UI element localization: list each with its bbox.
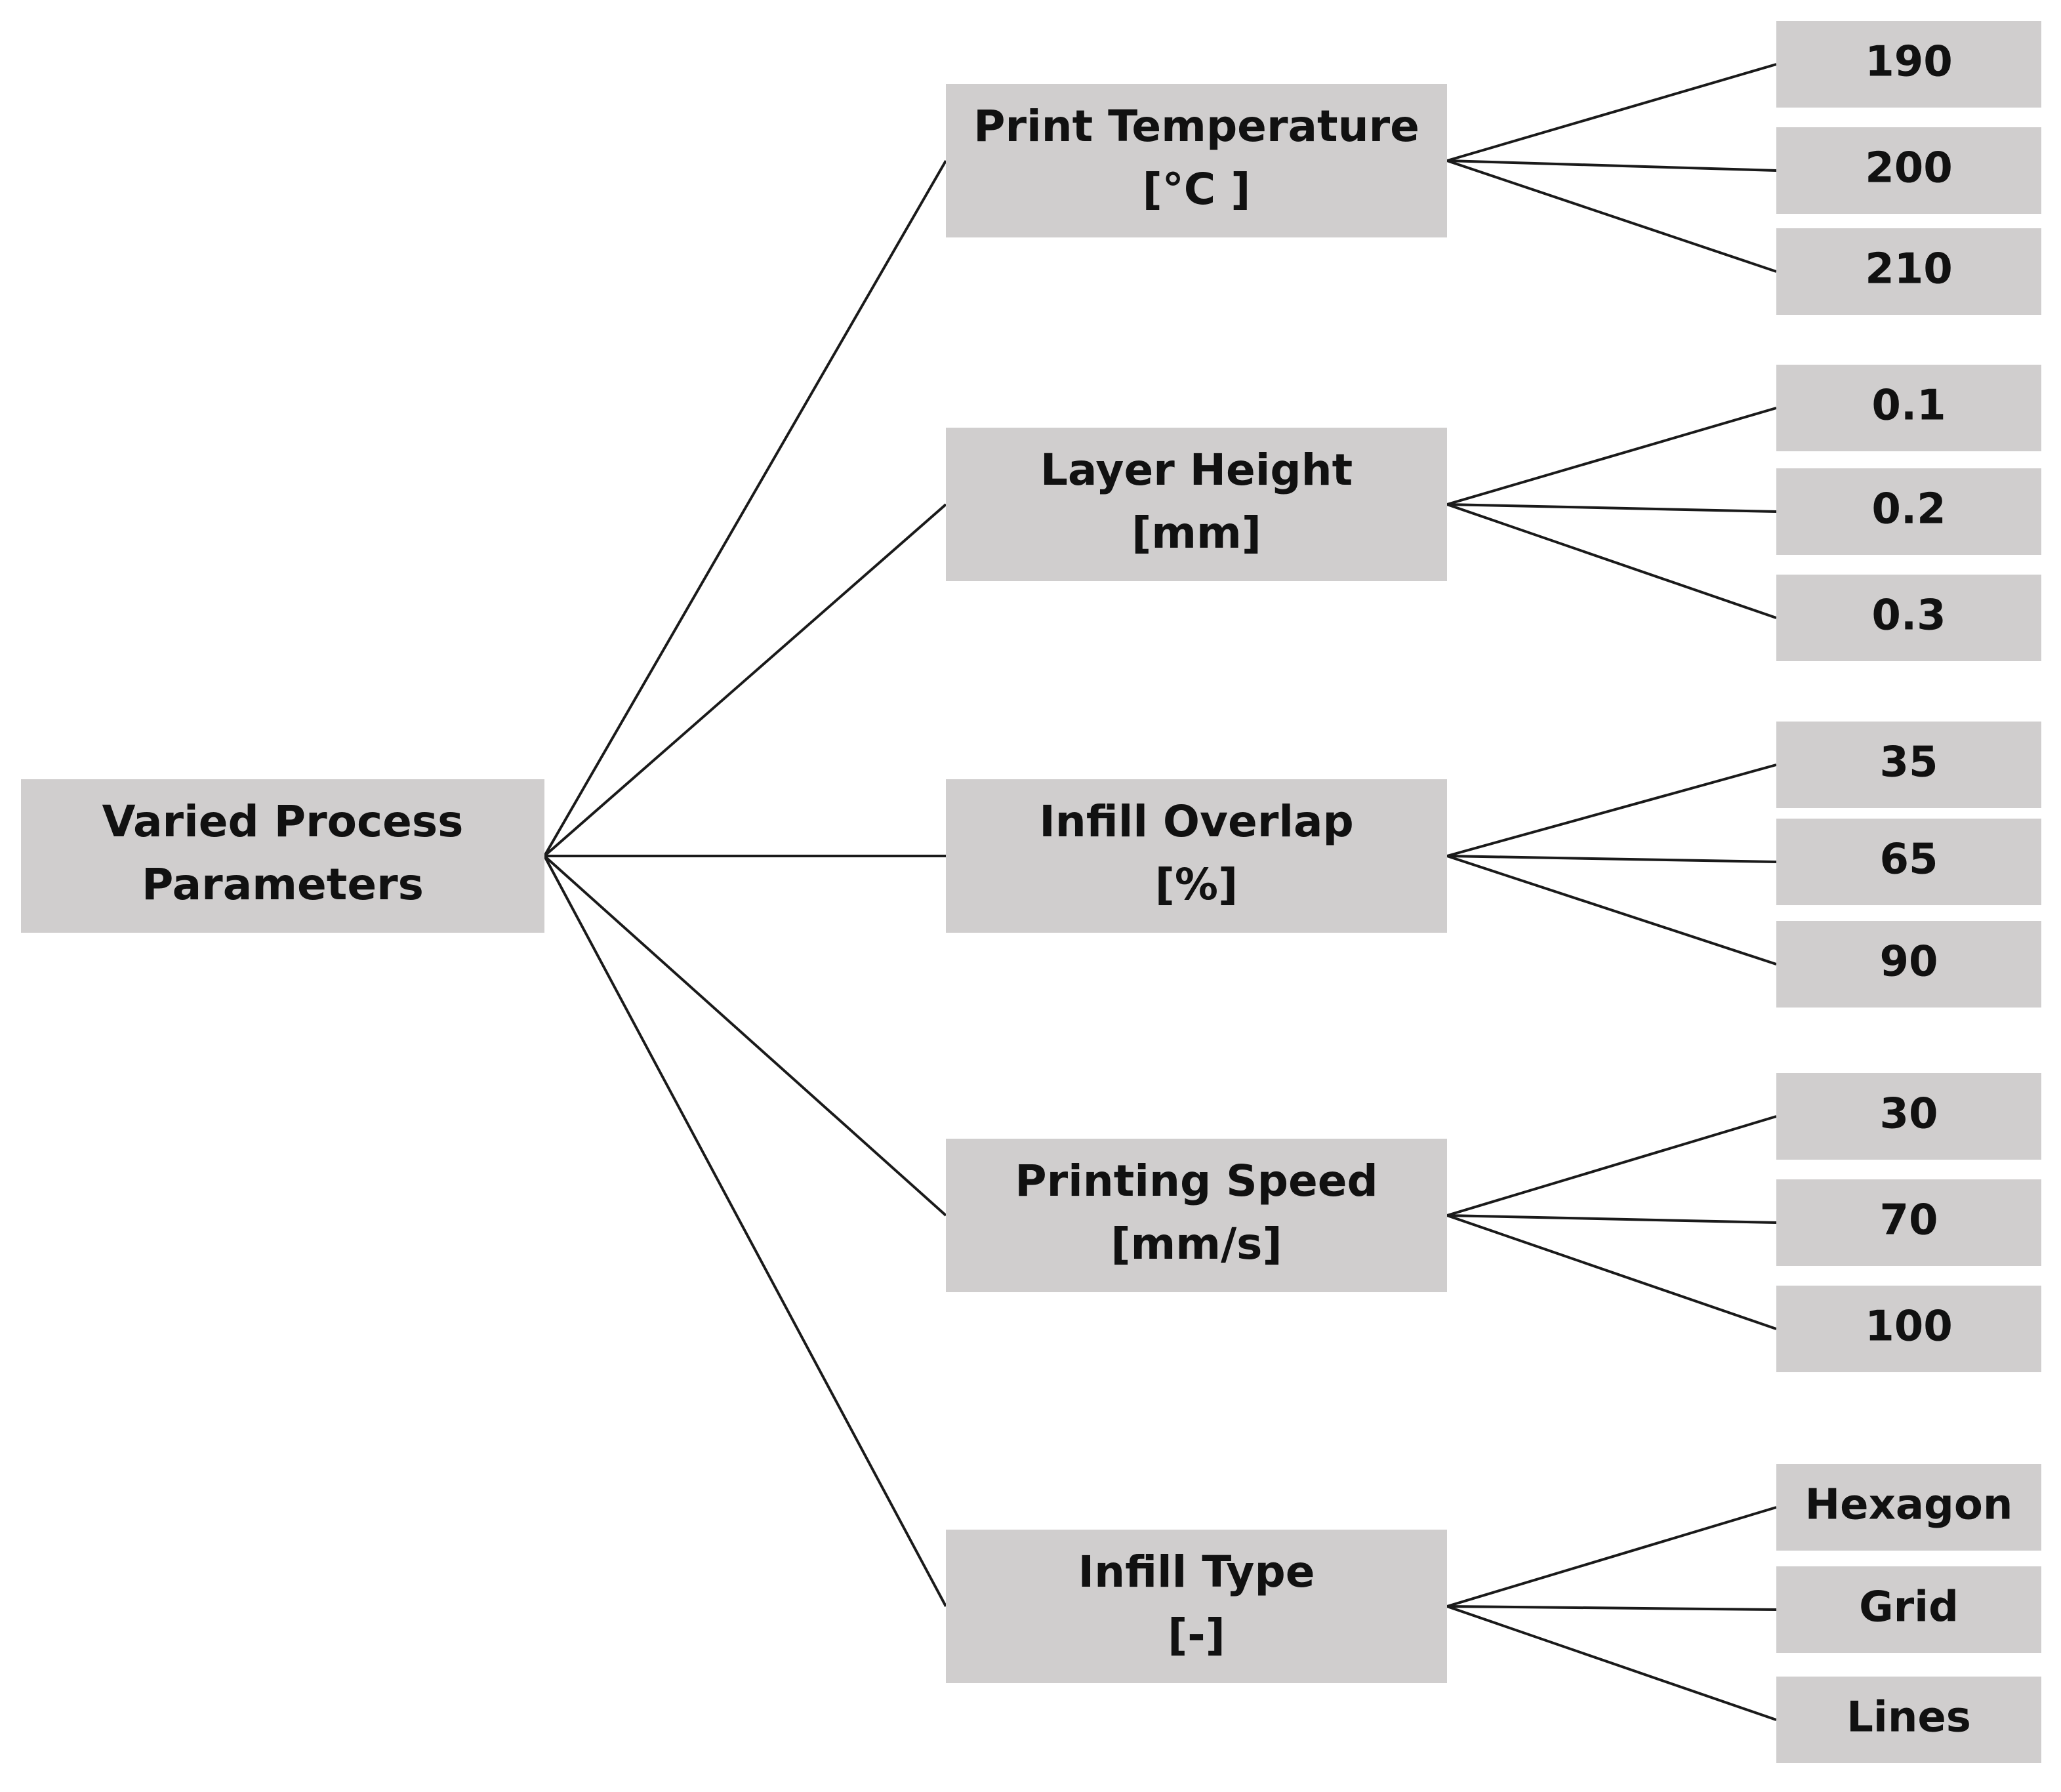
connector-param-to-level xyxy=(1446,407,1777,506)
level-node-box xyxy=(1776,228,2041,315)
level-value: 65 xyxy=(1879,836,1938,884)
connector-param-to-level xyxy=(1446,1214,1777,1330)
connector-param-to-level xyxy=(1446,1605,1777,1721)
level-node-box xyxy=(1776,468,2041,555)
level-node-box xyxy=(1776,575,2041,661)
connector-param-to-level xyxy=(1446,855,1777,863)
connector-param-to-level xyxy=(1446,503,1777,513)
level-node-box xyxy=(1776,819,2041,905)
root-node-label-line: Parameters xyxy=(142,859,424,910)
connector-root-to-param xyxy=(543,159,947,857)
connector-param-to-level xyxy=(1446,1605,1777,1611)
level-value: 35 xyxy=(1879,739,1938,787)
level-value: 0.2 xyxy=(1871,485,1946,534)
connector-root-to-param xyxy=(543,503,947,857)
param-name: Printing Speed xyxy=(1015,1156,1377,1206)
param-name: Layer Height xyxy=(1040,445,1353,495)
level-node-box xyxy=(1776,1464,2041,1551)
level-node-box xyxy=(1776,365,2041,451)
param-node-box xyxy=(946,1530,1447,1683)
level-value: Hexagon xyxy=(1805,1481,2013,1530)
param-unit: [-] xyxy=(1168,1610,1225,1660)
param-name: Infill Overlap xyxy=(1039,796,1354,847)
connectors xyxy=(543,63,1777,1721)
param-node-box xyxy=(946,779,1447,933)
level-value: 210 xyxy=(1865,245,1953,294)
param-name: Print Temperature xyxy=(973,101,1419,152)
level-node-box xyxy=(1776,1179,2041,1266)
level-value: Grid xyxy=(1859,1583,1959,1632)
param-name: Infill Type xyxy=(1078,1547,1315,1597)
level-node-box xyxy=(1776,127,2041,214)
level-value: 70 xyxy=(1879,1196,1938,1245)
level-node-box xyxy=(1776,1566,2041,1653)
level-node-box xyxy=(1776,1073,2041,1160)
level-node-box xyxy=(1776,722,2041,808)
level-node-box xyxy=(1776,21,2041,108)
connector-param-to-level xyxy=(1446,1115,1777,1217)
connector-root-to-param xyxy=(543,855,947,1217)
connector-param-to-level xyxy=(1446,503,1777,619)
level-value: Lines xyxy=(1847,1694,1971,1742)
root-node-box xyxy=(21,779,544,933)
param-node-box xyxy=(946,428,1447,581)
level-value: 200 xyxy=(1865,144,1953,193)
connector-param-to-level xyxy=(1446,1214,1777,1224)
param-node-box xyxy=(946,84,1447,237)
connector-param-to-level xyxy=(1446,855,1777,966)
level-node-box xyxy=(1776,1286,2041,1372)
connector-param-to-level xyxy=(1446,159,1777,172)
param-unit: [mm/s] xyxy=(1111,1219,1282,1269)
level-value: 0.1 xyxy=(1871,382,1946,430)
connector-param-to-level xyxy=(1446,159,1777,273)
param-unit: [%] xyxy=(1155,859,1238,910)
level-value: 90 xyxy=(1879,938,1938,987)
connector-root-to-param xyxy=(543,855,947,1607)
level-node-box xyxy=(1776,921,2041,1008)
param-node-box xyxy=(946,1139,1447,1292)
level-value: 100 xyxy=(1865,1303,1953,1351)
level-value: 190 xyxy=(1865,38,1953,87)
connector-param-to-level xyxy=(1446,63,1777,162)
param-unit: [mm] xyxy=(1132,508,1261,558)
connector-param-to-level xyxy=(1446,764,1777,857)
param-unit: [°C ] xyxy=(1143,164,1251,214)
connector-param-to-level xyxy=(1446,1506,1777,1608)
level-node-box xyxy=(1776,1677,2041,1763)
level-value: 30 xyxy=(1879,1090,1938,1139)
root-node-label-line: Varied Process xyxy=(102,796,464,847)
level-value: 0.3 xyxy=(1871,592,1946,640)
